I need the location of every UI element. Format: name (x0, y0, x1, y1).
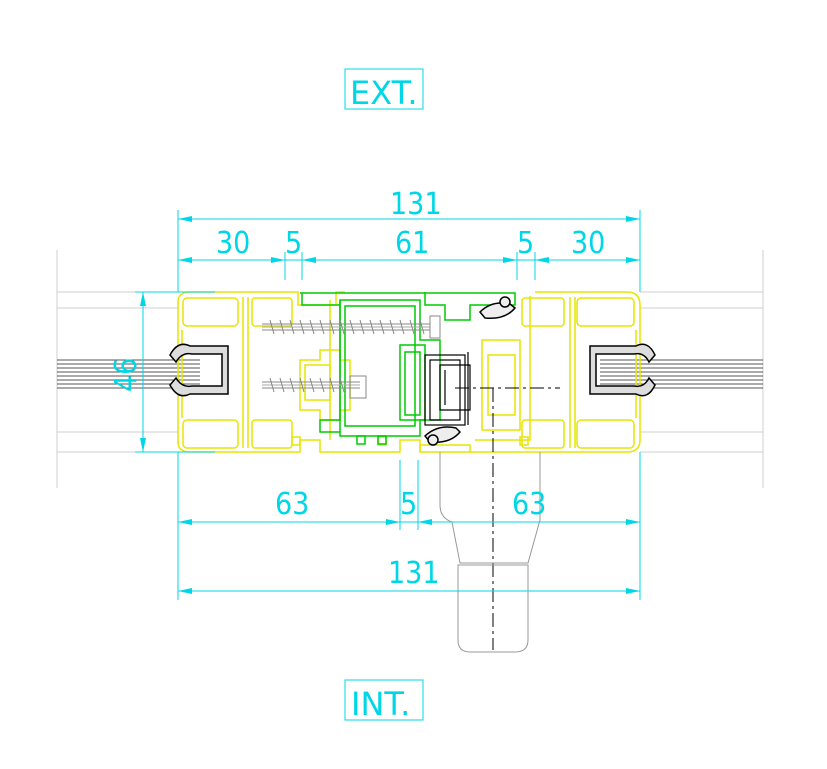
dim-top-left: 30 (216, 226, 250, 261)
frame-profile-left (177, 291, 421, 453)
guide-lines (56, 250, 764, 488)
dim-bottom-total: 131 (388, 556, 440, 591)
dimension-lines (135, 210, 641, 600)
dim-bottom-left: 63 (275, 487, 309, 522)
dimension-ticks (140, 216, 640, 594)
frame-profile-right (419, 291, 641, 453)
glass-pane-right (600, 359, 763, 389)
dim-top-total: 131 (390, 187, 442, 222)
centre-line (455, 387, 560, 650)
seal-bottom (423, 426, 462, 446)
gasket-left (169, 343, 229, 397)
dim-top-gap-left: 5 (285, 226, 302, 261)
interior-label: INT. (351, 685, 410, 723)
seal-top (478, 296, 517, 320)
screw-upper (262, 315, 441, 339)
screw-lower (262, 375, 367, 399)
window-handle (439, 452, 541, 653)
dim-bottom-right: 63 (512, 487, 546, 522)
exterior-label-box (344, 68, 424, 110)
dim-height: 46 (109, 358, 144, 392)
dim-top-right: 30 (571, 226, 605, 261)
glass-pane-left (57, 359, 200, 389)
interior-label-box (344, 679, 424, 721)
dim-top-gap-right: 5 (517, 226, 534, 261)
dim-top-center: 61 (395, 226, 429, 261)
exterior-label: EXT. (350, 74, 418, 112)
gasket-right (589, 343, 656, 397)
dim-bottom-gap: 5 (400, 487, 417, 522)
